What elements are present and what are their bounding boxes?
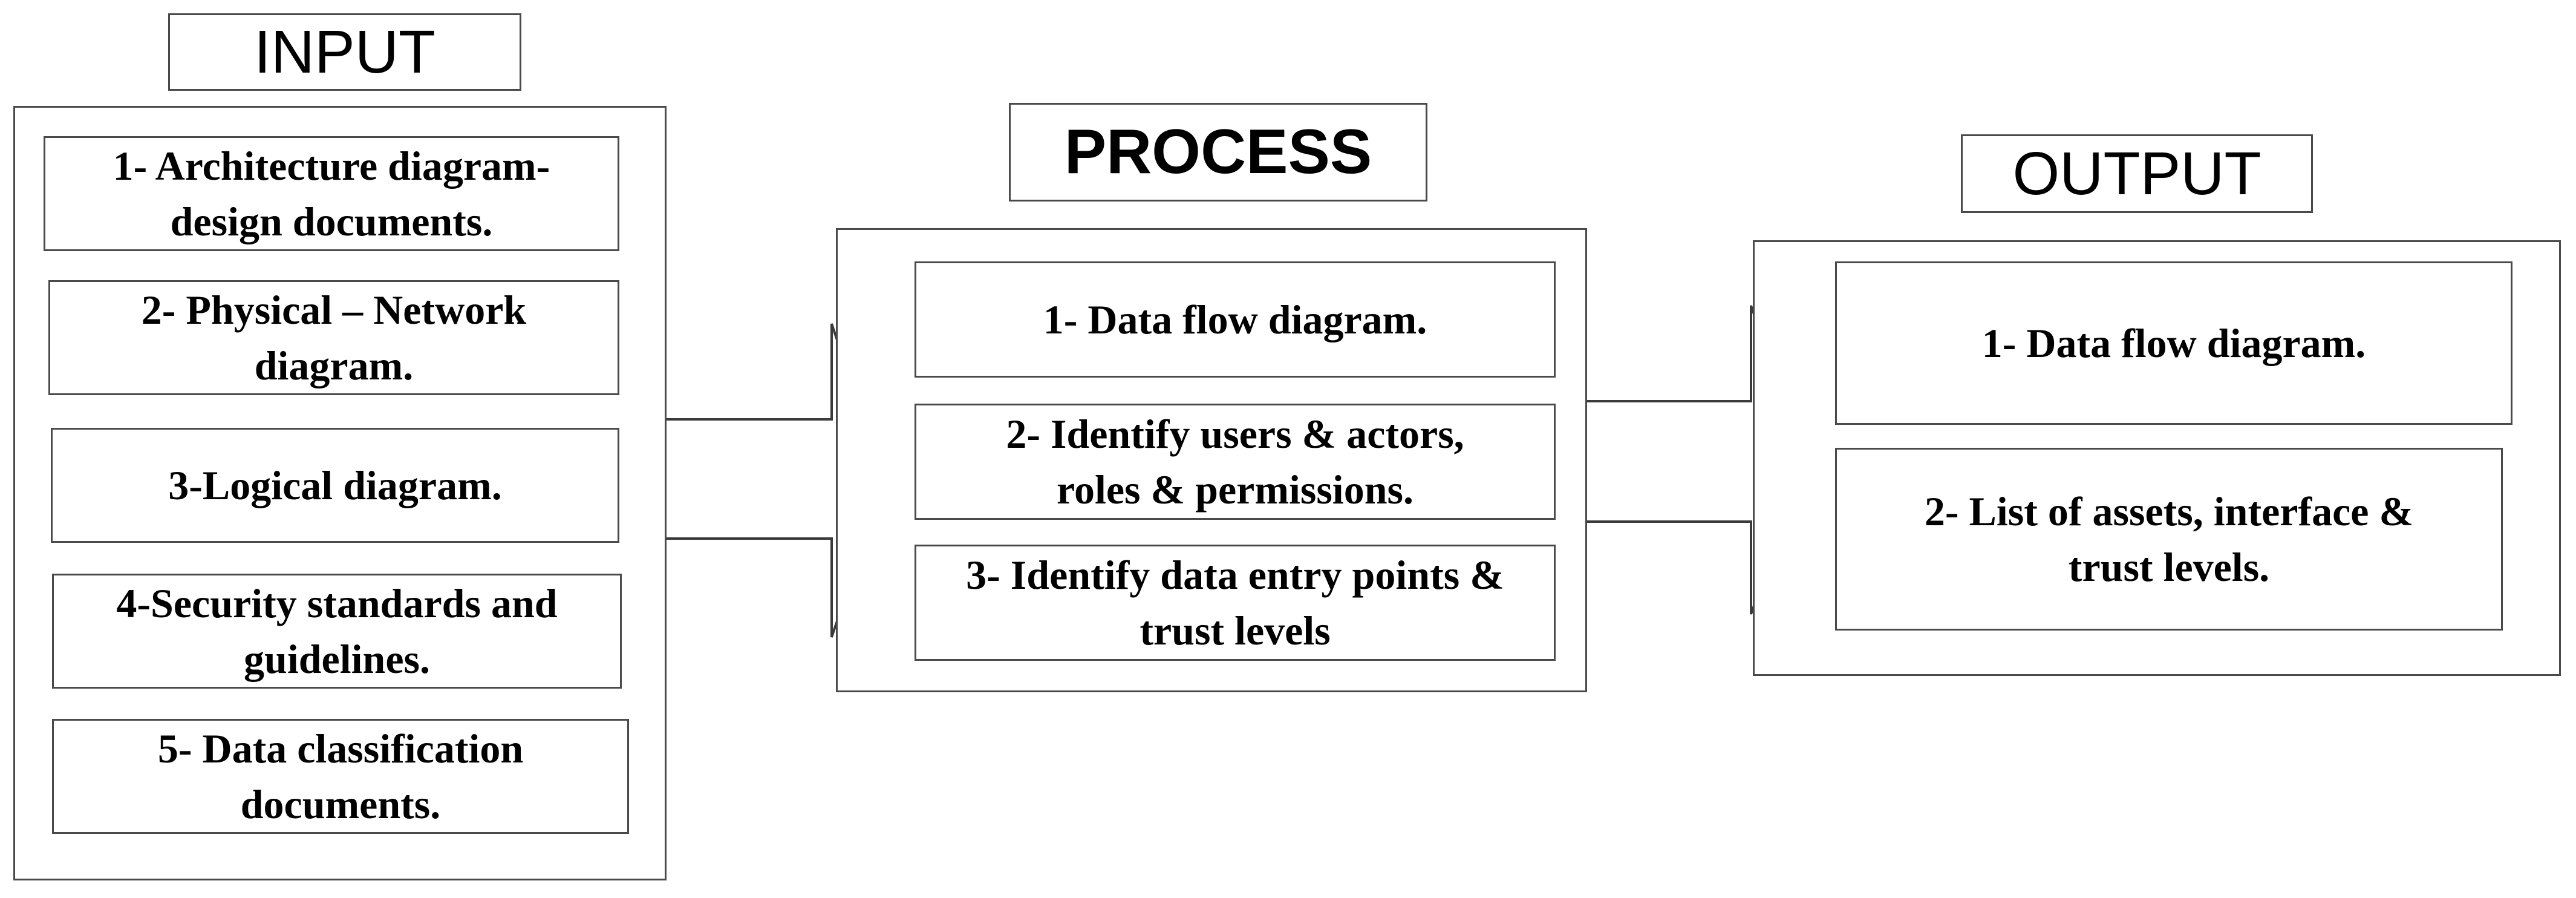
output-title: OUTPUT [1961,134,2313,213]
input-item-security-standards: 4-Security standards and guidelines. [52,574,622,689]
input-item-physical-network: 2- Physical – Network diagram. [48,280,619,395]
input-item-architecture: 1- Architecture diagram- design document… [44,136,619,251]
process-item-data-flow: 1- Data flow diagram. [915,261,1556,378]
input-item-data-classification: 5- Data classification documents. [52,719,629,834]
process-title: PROCESS [1009,103,1427,202]
output-item-data-flow: 1- Data flow diagram. [1835,261,2512,425]
process-item-identify-users: 2- Identify users & actors, roles & perm… [915,404,1556,520]
input-item-logical: 3-Logical diagram. [51,428,619,543]
input-title: INPUT [168,13,521,91]
process-item-entry-points: 3- Identify data entry points & trust le… [915,545,1556,661]
output-item-assets-list: 2- List of assets, interface & trust lev… [1835,448,2503,631]
